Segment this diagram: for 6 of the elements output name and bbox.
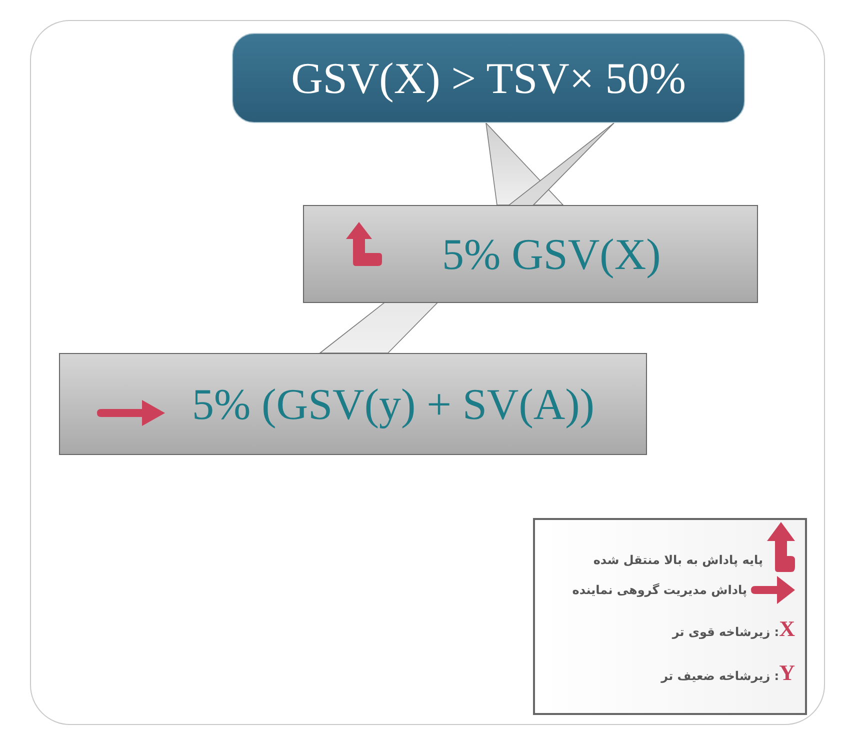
formula-text: 5% (GSV(y) + SV(A)): [192, 378, 594, 430]
legend-text: پایه پاداش به بالا منتقل شده: [593, 553, 763, 567]
legend-text: پاداش مدیریت گروهی نماینده: [572, 583, 747, 597]
formula-text: 5% GSV(X): [442, 228, 661, 280]
formula-title: GSV(X) > TSV× 50%: [291, 52, 686, 104]
callout-box: [59, 353, 647, 455]
